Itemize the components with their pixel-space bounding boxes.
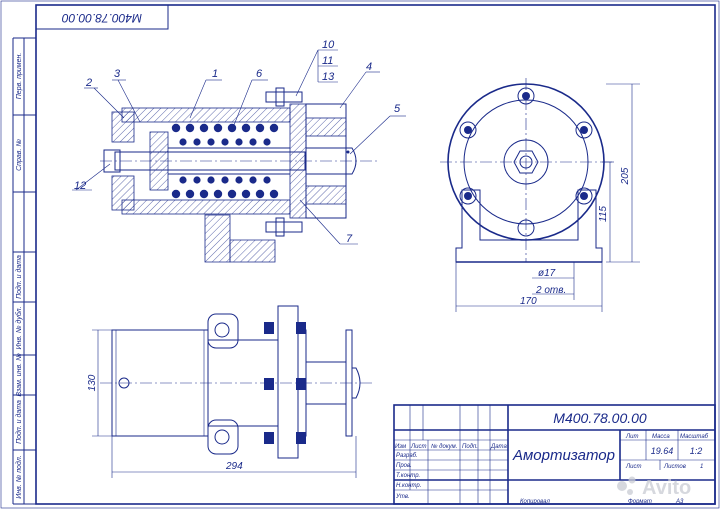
spring-lower <box>171 176 279 199</box>
dim-130: 130 <box>87 374 98 391</box>
avito-watermark: Avito <box>617 476 691 499</box>
callout-13: 13 <box>322 71 335 83</box>
watermark-text: Avito <box>642 477 691 499</box>
mass-label: Масса <box>652 434 670 440</box>
dim-115: 115 <box>598 206 609 222</box>
sheets-value: 1 <box>700 464 703 470</box>
top-designation-text: М400.78.00.00 <box>62 11 142 25</box>
sheet-label: Лист <box>625 464 641 470</box>
row-tkontr: Т.контр. <box>396 473 420 479</box>
callout-10: 10 <box>322 39 335 51</box>
row-nkontr: Н.контр. <box>396 483 421 489</box>
title-name: Амортизатор <box>512 447 615 464</box>
strip-label-6: Подп. и дата <box>15 400 23 444</box>
title-designation: М400.78.00.00 <box>553 410 647 426</box>
section-view <box>100 87 380 263</box>
callout-11: 11 <box>322 55 333 67</box>
left-strip: Перв. примен. Справ. № Подп. и дата Инв.… <box>12 37 36 505</box>
title-block: М400.78.00.00 Амортизатор Изм Лист № док… <box>393 404 716 505</box>
callout-3: 3 <box>114 68 121 80</box>
strip-label-3: Подп. и дата <box>15 255 23 299</box>
callout-4: 4 <box>366 61 372 73</box>
callout-7: 6 <box>256 68 263 80</box>
side-view: 205 115 170 ø17 2 отв. <box>440 78 640 312</box>
spring-upper <box>171 123 279 146</box>
format-label: Формат <box>628 499 652 505</box>
callout-5: 5 <box>394 103 401 115</box>
strip-label-1: Перв. примен. <box>16 53 23 100</box>
strip-label-4: Инв. № дубл. <box>15 306 23 349</box>
callout-6: 7 <box>346 233 353 245</box>
hdr-sign: Подп. <box>462 444 478 450</box>
strip-label-2: Справ. № <box>16 139 23 171</box>
copied-label: Копировал <box>520 499 550 505</box>
top-designation-box: М400.78.00.00 <box>35 4 169 30</box>
format-value: А3 <box>675 499 684 505</box>
dim-294: 294 <box>225 461 243 472</box>
strip-label-7: Инв. № подл. <box>15 455 23 498</box>
lit-label: Лит <box>625 434 638 440</box>
hdr-list: Лист <box>410 444 426 450</box>
callout-1: 1 <box>212 68 218 80</box>
hdr-date: Дата <box>490 444 507 450</box>
row-prov: Пров. <box>396 463 412 469</box>
top-view-bolts <box>264 322 306 444</box>
scale-value: 1:2 <box>690 446 703 456</box>
dim-17: ø17 <box>538 268 556 279</box>
callout-2: 2 <box>85 77 92 89</box>
row-utv: Утв. <box>395 494 410 500</box>
callout-12: 12 <box>74 180 86 192</box>
callouts: 2 3 1 6 10 11 13 4 5 7 12 <box>72 39 406 245</box>
hdr-izm: Изм <box>395 444 406 450</box>
scale-label: Масштаб <box>680 434 709 440</box>
row-razrab: Разраб. <box>396 453 418 459</box>
mass-value: 19.64 <box>651 446 674 456</box>
top-view: 130 294 <box>87 305 372 478</box>
dim-170: 170 <box>520 296 537 307</box>
inner-frame <box>35 4 716 505</box>
sheets-label: Листов <box>663 464 686 470</box>
dim-205: 205 <box>620 167 631 185</box>
hdr-doc: № докум. <box>431 443 457 450</box>
dim-holes: 2 отв. <box>535 285 566 296</box>
strip-label-5: Взам. инв. № <box>16 353 23 397</box>
